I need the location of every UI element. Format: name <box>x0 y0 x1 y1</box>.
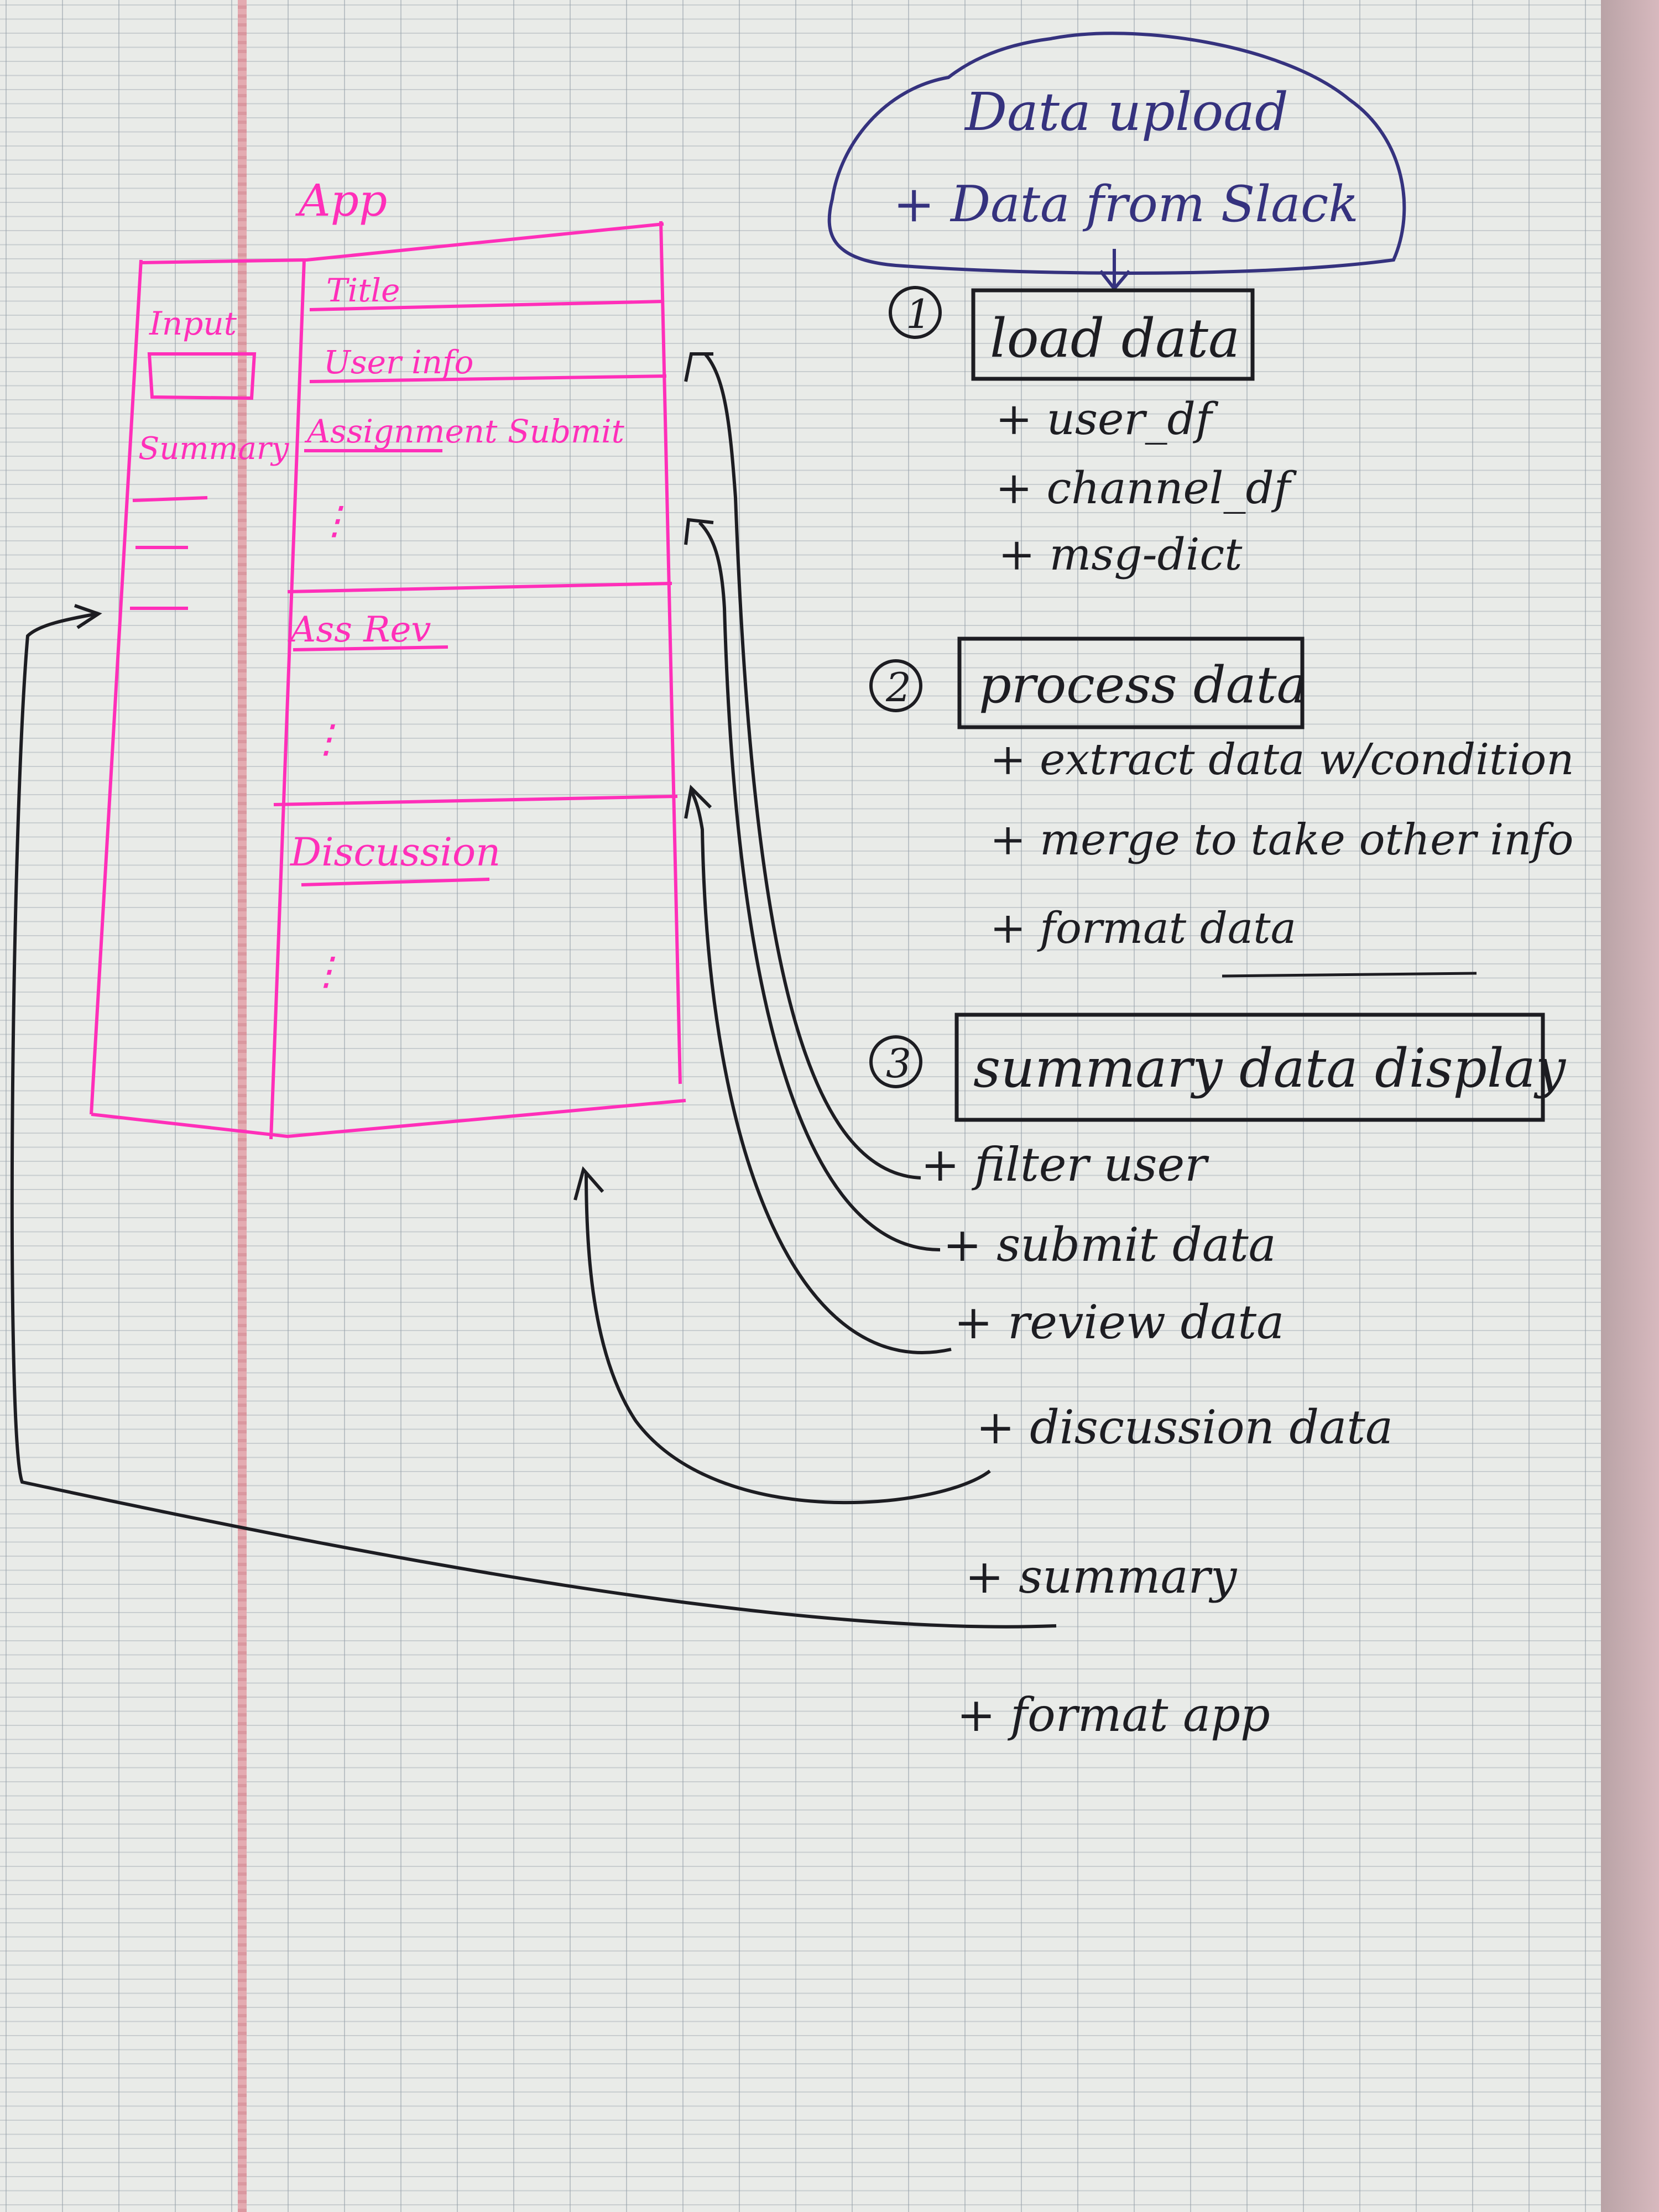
connector-arrows <box>10 352 1057 1629</box>
step-3-number-circle <box>869 1035 922 1088</box>
app-wireframe: App Title User info Assignment Submit In… <box>90 175 686 1140</box>
wireframe-bottom-edge <box>91 1099 686 1139</box>
step-3: 3 summary data display + filter user + s… <box>869 1013 1567 1742</box>
wireframe-top-edge <box>140 222 664 264</box>
step-2-item: + extract data w/condition <box>990 735 1574 785</box>
data-source-cloud: Data upload + Data from Slack <box>827 32 1406 291</box>
step-1-item: + channel_df <box>995 462 1297 514</box>
step-1-number-circle <box>889 286 942 339</box>
wireframe-ellipsis: ⋮ <box>307 716 346 761</box>
arrow-submit-data-head <box>684 518 714 545</box>
arrow-discussion-data-head <box>573 1166 604 1201</box>
step-1-item: + user_df <box>995 393 1219 445</box>
arrow-filter-user <box>703 353 921 1180</box>
step-2: 2 process data + extract data w/conditio… <box>869 637 1574 978</box>
arrow-summary <box>10 612 1057 1629</box>
step-3-item: + review data <box>954 1295 1284 1349</box>
step-3-item: + summary <box>965 1550 1238 1604</box>
wireframe-section-divider <box>273 795 678 806</box>
step-1-title: load data <box>990 307 1240 369</box>
ass-rev-underline <box>293 645 448 651</box>
discussion-underline <box>301 878 490 886</box>
arrow-filter-user-head <box>684 352 713 382</box>
arrow-submit-data <box>698 521 941 1251</box>
wireframe-ellipsis: ⋮ <box>307 948 346 994</box>
arrow-summary-head <box>74 604 102 629</box>
step-2-title-box <box>957 637 1305 729</box>
step-2-title: process data <box>979 655 1307 714</box>
step-3-item: + filter user <box>921 1138 1209 1192</box>
wireframe-user-info: User info <box>324 343 473 381</box>
wireframe-input: Input <box>149 305 237 342</box>
arrow-review-data-head <box>684 784 712 819</box>
step-3-item: + submit data <box>943 1218 1276 1272</box>
wireframe-left-edge <box>90 259 143 1115</box>
app-label: App <box>295 175 387 226</box>
notebook-page <box>0 0 1601 2212</box>
step-1: 1 load data + user_df + channel_df + msg… <box>889 286 1297 580</box>
step-2-number-circle <box>869 659 922 712</box>
page-margin-line <box>238 0 247 2212</box>
step-1-item: + msg-dict <box>998 529 1243 580</box>
step-3-item: + discussion data <box>976 1400 1393 1454</box>
step-3-item: + format app <box>957 1688 1270 1742</box>
step-2-item: + format data <box>990 904 1296 953</box>
wireframe-sidebar-divider <box>269 259 306 1140</box>
arrow-discussion-data <box>585 1172 991 1505</box>
wireframe-discussion: Discussion <box>289 830 500 875</box>
step-1-title-box <box>971 288 1255 381</box>
title-underline <box>309 300 664 311</box>
cloud-outline <box>827 32 1406 275</box>
input-box <box>147 352 257 400</box>
step-2-item: + merge to take other info <box>990 815 1573 865</box>
wireframe-assignment-submit: Assignment Submit <box>304 413 625 450</box>
wireframe-ellipsis: ⋮ <box>315 498 354 543</box>
step-2-underline <box>1222 972 1477 978</box>
step-1-number: 1 <box>906 291 931 337</box>
step-3-number: 3 <box>886 1040 911 1087</box>
notebook-cover-edge <box>1601 0 1659 2212</box>
wireframe-ass-rev: Ass Rev <box>288 609 431 650</box>
wireframe-title: Title <box>326 272 400 309</box>
step-3-title: summary data display <box>973 1037 1567 1099</box>
wireframe-right-edge <box>659 221 682 1084</box>
data-from-slack-text: + Data from Slack <box>893 175 1359 233</box>
step-3-title-box <box>954 1013 1545 1122</box>
wireframe-summary: Summary <box>138 431 290 467</box>
user-info-underline <box>309 374 667 383</box>
sidebar-dash <box>132 496 208 502</box>
data-upload-text: Data upload <box>964 82 1288 143</box>
step-2-number: 2 <box>885 664 911 711</box>
wireframe-section-divider <box>287 582 672 593</box>
arrow-review-data <box>690 790 952 1354</box>
